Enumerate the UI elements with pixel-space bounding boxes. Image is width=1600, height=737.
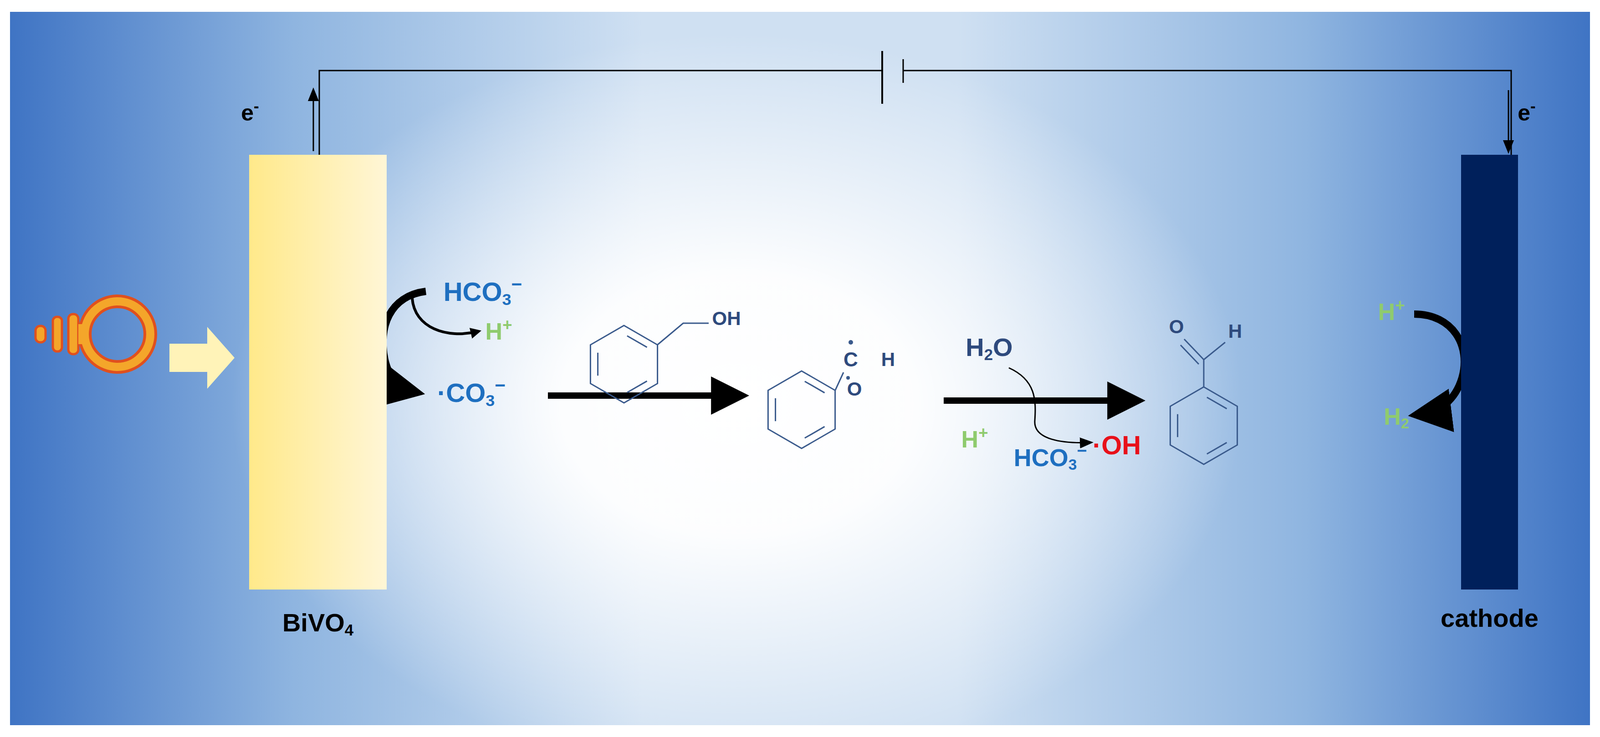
molecule-label: H2O <box>965 334 1013 363</box>
proton-label: H+ <box>485 316 513 344</box>
curved-arrow <box>383 291 426 392</box>
photoanode: BiVO4 <box>249 154 387 590</box>
battery-plate <box>881 51 884 104</box>
curved-arrow <box>1008 368 1091 443</box>
reaction-arrow <box>943 397 1135 404</box>
light-arrow <box>169 327 235 389</box>
atom-label: OH <box>711 309 741 329</box>
ion-label: HCO3− <box>443 275 523 308</box>
proton-label: H+ <box>961 424 989 452</box>
molecule-structure <box>590 323 1238 465</box>
electrode-label: cathode <box>1440 603 1539 634</box>
radical-label: ·OH <box>1092 432 1141 459</box>
electron-arrow <box>1507 90 1510 152</box>
ion-label: HCO3− <box>1013 442 1088 473</box>
proton-label: H+ <box>1378 297 1406 324</box>
cathode-electrode: cathode <box>1461 154 1519 590</box>
electron-label: e- <box>1517 97 1536 124</box>
atom-label: H <box>1228 322 1243 342</box>
atom-label: O <box>847 379 863 399</box>
atom-label: C <box>843 349 859 370</box>
electron-label: e- <box>240 97 259 124</box>
lamp-icon <box>35 301 151 368</box>
hydrogen-label: H2 <box>1383 404 1410 431</box>
reaction-arrow <box>547 392 738 399</box>
curved-arrow <box>1414 314 1465 415</box>
electrode-label: BiVO4 <box>282 608 354 640</box>
circuit-wire <box>319 70 1512 155</box>
electron-arrow <box>312 90 315 152</box>
atom-label: O <box>1169 317 1185 337</box>
atom-label: H <box>881 350 895 370</box>
radical-label: ·CO3− <box>437 376 506 409</box>
